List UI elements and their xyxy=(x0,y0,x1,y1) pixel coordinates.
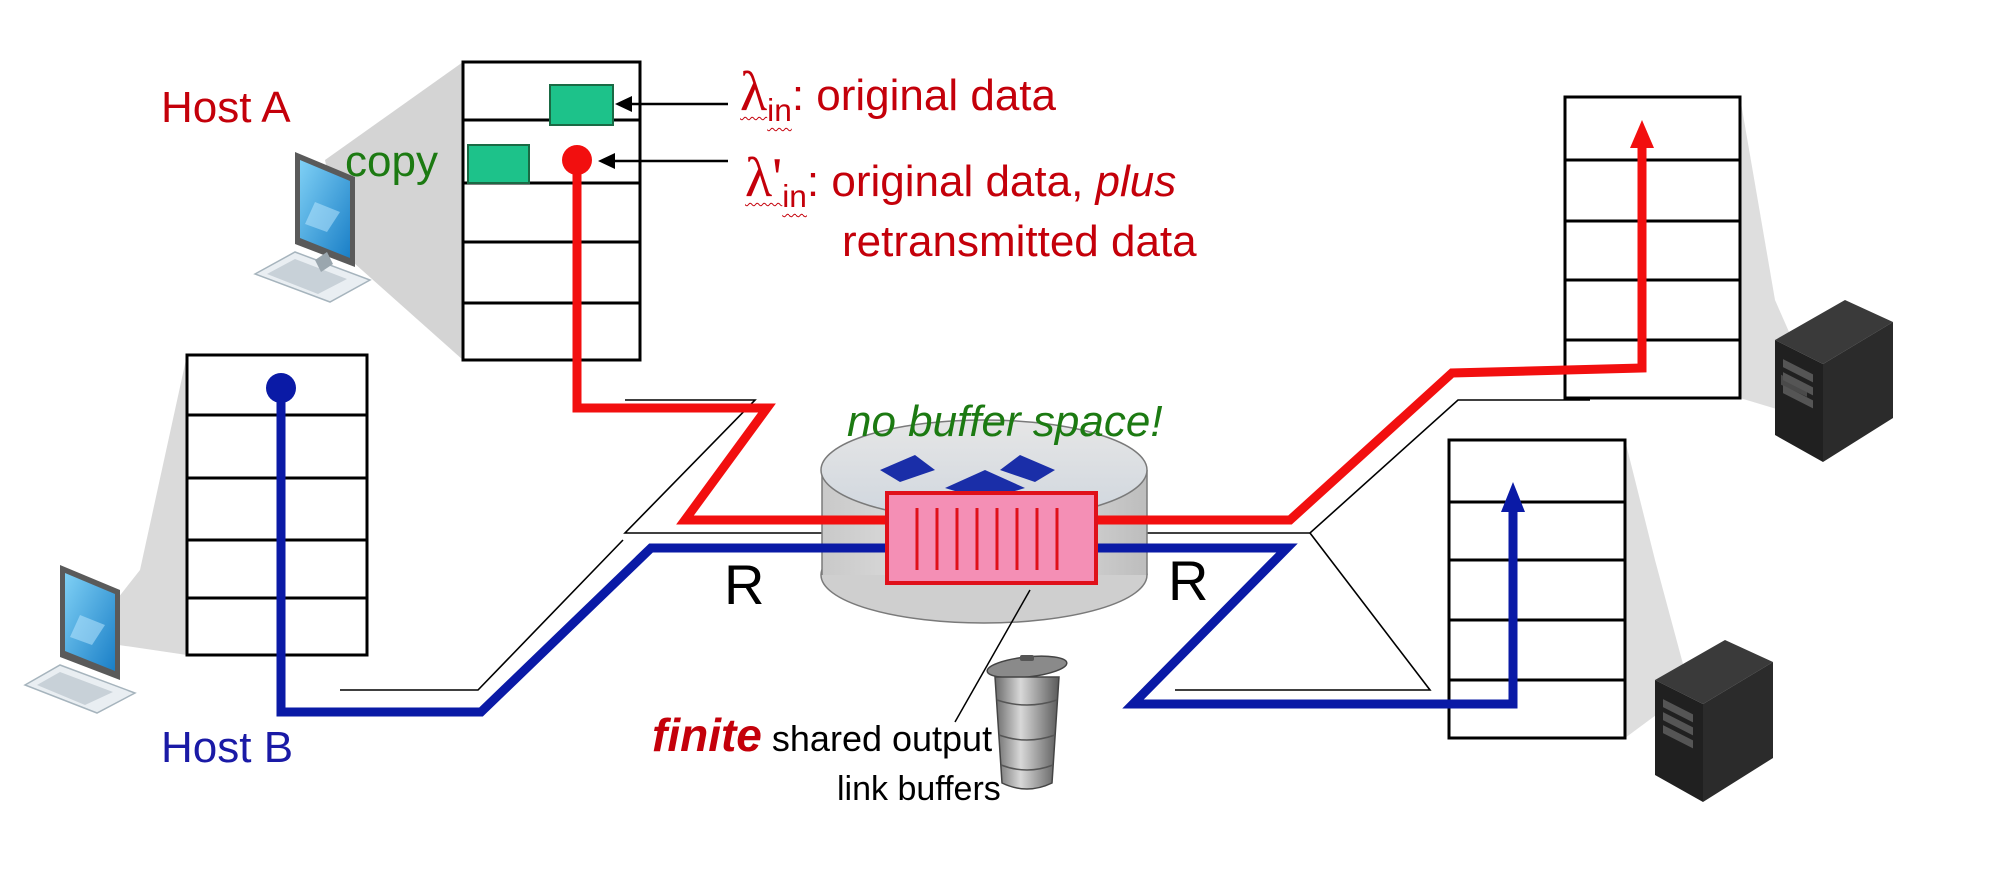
router-right-rate-label: R xyxy=(1168,549,1209,612)
host-a-packet-dot xyxy=(562,145,592,175)
server-tower-icon xyxy=(1775,300,1893,462)
copy-label: copy xyxy=(345,137,438,186)
lambda-in-text: : original data xyxy=(791,71,1056,120)
router-left-rate-label: R xyxy=(724,553,765,616)
lambda-prime-plus: plus xyxy=(1095,157,1177,206)
lambda-in-subscript: in xyxy=(767,92,792,129)
finite-label: finite xyxy=(652,709,762,761)
retransmitted-label: retransmitted data xyxy=(842,217,1197,266)
shared-output-label: shared output xyxy=(771,718,993,759)
router-output-buffer xyxy=(885,491,1098,585)
lambda-prime-text: : original data, xyxy=(806,157,1096,206)
lambda-prime-legend: λ'in: original data, plus xyxy=(745,150,1176,213)
lambda-in-symbol: λ xyxy=(740,61,768,123)
server-top-zoom-shade xyxy=(1740,97,1830,425)
no-buffer-label: no buffer space! xyxy=(847,397,1163,446)
server-bottom-zoom-shade xyxy=(1625,440,1690,738)
laptop-icon xyxy=(253,152,372,303)
lambda-prime-symbol: λ' xyxy=(745,147,783,209)
finite-buffers-caption: finite shared output xyxy=(652,712,992,758)
lambda-in-legend: λin: original data xyxy=(740,64,1056,127)
flow-b-arrowhead xyxy=(1501,482,1525,512)
lambda-prime-arrowhead xyxy=(598,153,615,169)
lambda-prime-subscript: in xyxy=(782,178,807,215)
host-a-zoom-shade xyxy=(325,62,463,360)
lambda-in-arrowhead xyxy=(615,96,632,112)
server-tower-icon xyxy=(1655,640,1773,802)
server-top-buffer-table xyxy=(1563,95,1742,400)
copy-packet xyxy=(467,144,530,184)
buffer-to-trash-line xyxy=(954,589,1031,723)
link-buffers-label: link buffers xyxy=(837,770,1001,808)
host-a-label: Host A xyxy=(161,83,291,132)
host-b-zoom-shade xyxy=(85,355,187,655)
network-links xyxy=(340,399,1590,691)
flow-a-arrowhead xyxy=(1630,120,1654,148)
original-data-packet xyxy=(549,84,614,126)
trash-can-icon xyxy=(986,655,1068,790)
host-b-label: Host B xyxy=(161,723,294,772)
server-bottom-buffer-table xyxy=(1447,438,1627,740)
host-b-packet-dot xyxy=(266,373,296,403)
laptop-icon xyxy=(23,565,137,714)
